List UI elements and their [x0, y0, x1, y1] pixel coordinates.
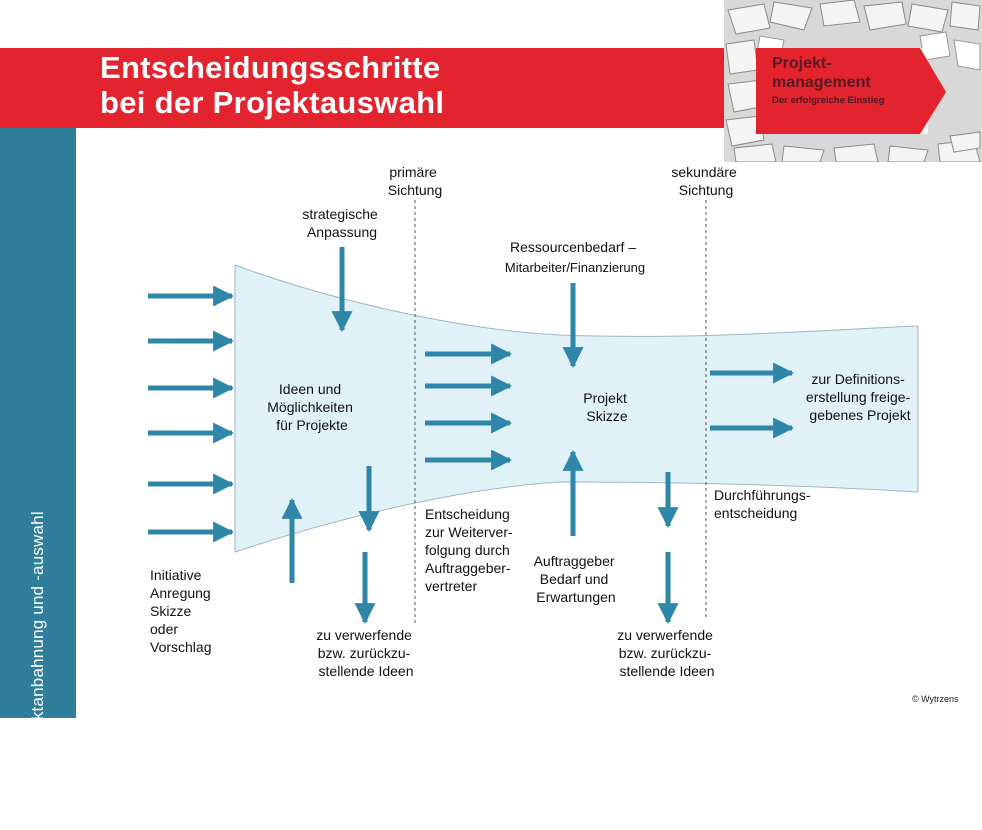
- discard-2-line: stellende Ideen: [620, 663, 715, 679]
- title-line-1: Entscheidungsschritte: [100, 50, 441, 85]
- decision-line: zur Weiterver-: [425, 524, 513, 540]
- sidebar: Projektanbahnung und -auswahl 6: [0, 128, 76, 830]
- phase-primary-line: primäre: [389, 164, 437, 180]
- phase-primary-label: primäre Sichtung: [388, 164, 442, 198]
- definition-line: erstellung freige-: [806, 389, 911, 405]
- decision-funnel-diagram: primäre Sichtung sekundäre Sichtung stra…: [148, 164, 919, 679]
- definition-line: gebenes Projekt: [809, 407, 910, 423]
- client-line: Auftraggeber: [534, 553, 615, 569]
- decision-line: Entscheidung: [425, 506, 510, 522]
- decision-label: Entscheidung zur Weiterver- folgung durc…: [425, 506, 517, 594]
- page-title: Entscheidungsschritte bei der Projektaus…: [100, 50, 444, 120]
- title-line-2: bei der Projektauswahl: [100, 85, 445, 120]
- resources-line: Ressourcenbedarf –: [510, 239, 636, 255]
- client-line: Erwartungen: [536, 589, 615, 605]
- phase-secondary-line: Sichtung: [679, 182, 733, 198]
- strategic-line: strategische: [302, 206, 378, 222]
- execution-line: entscheidung: [714, 505, 797, 521]
- discard-2-line: bzw. zurückzu-: [619, 645, 712, 661]
- initiative-line: Skizze: [150, 603, 191, 619]
- initiative-line: Anregung: [150, 585, 211, 601]
- logo-line-2: management: [772, 74, 871, 91]
- logo-line-1: Projekt-: [772, 55, 832, 72]
- slide-number: 6: [30, 816, 37, 830]
- logo-text: Projekt- management Der erfolgreiche Ein…: [772, 54, 884, 110]
- copyright: © Wytrzens: [912, 694, 959, 704]
- strategic-fit-label: strategische Anpassung: [302, 206, 381, 240]
- logo-line-3: Der erfolgreiche Einstieg: [772, 95, 885, 106]
- ideas-line: Ideen und: [279, 381, 341, 397]
- definition-label: zur Definitions- erstellung freige- gebe…: [806, 371, 914, 423]
- discard-label-1: zu verwerfende bzw. zurückzu- stellende …: [316, 627, 416, 679]
- ideas-line: für Projekte: [276, 417, 348, 433]
- funnel-band: [234, 264, 919, 553]
- sketch-line: Projekt: [583, 390, 627, 406]
- initiative-line: oder: [150, 621, 178, 637]
- sketch-line: Skizze: [586, 408, 627, 424]
- initiative-line: Vorschlag: [150, 639, 211, 655]
- phase-primary-line: Sichtung: [388, 182, 442, 198]
- decision-line: folgung durch: [425, 542, 510, 558]
- discard-2-line: zu verwerfende: [617, 627, 713, 643]
- definition-line: zur Definitions-: [811, 371, 905, 387]
- discard-1-line: stellende Ideen: [319, 663, 414, 679]
- phase-secondary-line: sekundäre: [671, 164, 737, 180]
- sketch-label: Projekt Skizze: [583, 390, 630, 424]
- book-cover-logo: [724, 0, 982, 162]
- execution-line: Durchführungs-: [714, 487, 811, 503]
- decision-line: vertreter: [425, 578, 477, 594]
- client-line: Bedarf und: [540, 571, 609, 587]
- discard-1-line: bzw. zurückzu-: [318, 645, 411, 661]
- resources-line: Mitarbeiter/Finanzierung: [505, 260, 645, 275]
- discard-label-2: zu verwerfende bzw. zurückzu- stellende …: [617, 627, 717, 679]
- ideas-label: Ideen und Möglichkeiten für Projekte: [267, 381, 357, 433]
- discard-1-line: zu verwerfende: [316, 627, 412, 643]
- decision-line: Auftraggeber-: [425, 560, 511, 576]
- phase-secondary-label: sekundäre Sichtung: [671, 164, 740, 198]
- initiative-label: Initiative Anregung Skizze oder Vorschla…: [150, 567, 215, 655]
- ideas-line: Möglichkeiten: [267, 399, 353, 415]
- execution-label: Durchführungs- entscheidung: [714, 487, 814, 521]
- resources-label: Ressourcenbedarf – Mitarbeiter/Finanzier…: [505, 239, 645, 275]
- title-banner: [0, 48, 760, 128]
- client-label: Auftraggeber Bedarf und Erwartungen: [534, 553, 619, 605]
- initiative-line: Initiative: [150, 567, 202, 583]
- strategic-line: Anpassung: [307, 224, 377, 240]
